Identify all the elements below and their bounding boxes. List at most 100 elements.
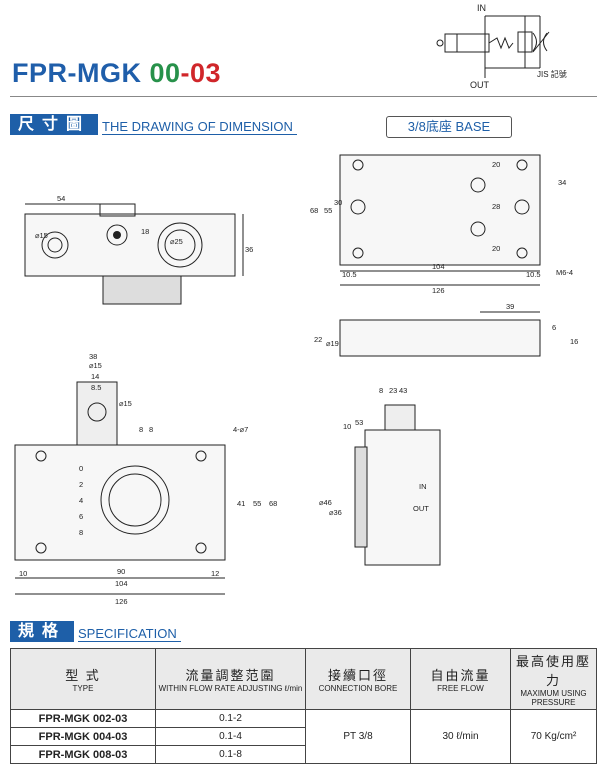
check-valve — [518, 32, 532, 52]
cell-type: FPR-MGK 008-03 — [10, 745, 156, 764]
dim-16: 16 — [570, 337, 578, 346]
lower-boss — [103, 276, 181, 304]
dim-38: 38 — [89, 352, 97, 361]
port-hole — [471, 222, 485, 236]
spring-icon — [489, 38, 513, 48]
dim-12: 12 — [211, 569, 219, 578]
model-code-a: 00 — [149, 58, 181, 88]
base-outline — [340, 155, 540, 265]
dim-104: 104 — [432, 262, 445, 271]
mount-hole — [353, 160, 363, 170]
dim-36: 36 — [245, 245, 253, 254]
side-view-drawing: 8 23 43 10 53 ⌀46 ⌀36 IN OUT — [319, 386, 455, 575]
dim-22: 22 — [314, 335, 322, 344]
mount-hole — [517, 160, 527, 170]
dim-phi46: ⌀46 — [319, 498, 332, 507]
dimension-title-cn: 尺寸圖 — [10, 114, 99, 135]
knob-circle — [107, 225, 127, 245]
front-view-drawing: 38 ⌀15 14 8.5 ⌀15 8 8 4-⌀7 0 2 4 6 8 41 … — [5, 352, 277, 606]
dim-43: 43 — [399, 386, 407, 395]
port-circle — [42, 232, 68, 258]
dim-55: 55 — [324, 206, 332, 215]
base-label-en: BASE — [455, 119, 491, 134]
mount-hole — [517, 248, 527, 258]
dim-18: 18 — [141, 227, 149, 236]
body-outline — [25, 214, 235, 276]
base-side-drawing: 39 22 ⌀19 6 16 — [314, 302, 578, 370]
mount-hole — [36, 543, 46, 553]
port-hole — [471, 178, 485, 192]
cell-type: FPR-MGK 002-03 — [10, 709, 156, 728]
divider — [10, 96, 597, 97]
mount-hole — [36, 451, 46, 461]
dim-54: 54 — [57, 194, 65, 203]
scale-2: 2 — [79, 480, 83, 489]
knob-housing — [77, 382, 117, 445]
port-hole — [515, 200, 529, 214]
dim-68: 68 — [269, 499, 277, 508]
dim-10-5b: 10.5 — [526, 270, 541, 279]
knob-dot — [113, 231, 121, 239]
mount-hole — [353, 248, 363, 258]
cell-pressure: 70 Kg/cm² — [510, 709, 597, 764]
scale-0: 0 — [79, 464, 83, 473]
side-knob — [385, 405, 415, 430]
side-boss — [355, 447, 367, 547]
model-prefix: FPR-MGK — [12, 58, 150, 88]
dim-53: 53 — [355, 418, 363, 427]
dim-8b: 8 — [149, 425, 153, 434]
cell-bore: PT 3/8 — [305, 709, 411, 764]
dimension-title-en: THE DRAWING OF DIMENSION — [102, 119, 297, 135]
spec-title-cn: 規格 — [10, 621, 75, 642]
dim-34: 34 — [558, 178, 566, 187]
side-body — [365, 430, 440, 565]
dim-126: 126 — [432, 286, 445, 295]
port-inner-large — [165, 230, 195, 260]
model-title: FPR-MGK 00-03 — [12, 58, 221, 89]
cell-type: FPR-MGK 004-03 — [10, 727, 156, 746]
side-in: IN — [419, 482, 427, 491]
symbol-out-label: OUT — [470, 80, 490, 90]
dim-14: 14 — [91, 372, 99, 381]
knob-circle — [88, 403, 106, 421]
base-side-outline — [340, 320, 540, 356]
dial-outer — [101, 466, 169, 534]
dim-39: 39 — [506, 302, 514, 311]
dim-55: 55 — [253, 499, 261, 508]
base-label: 3/8底座 BASE — [386, 116, 512, 138]
spec-title-en: SPECIFICATION — [78, 626, 181, 642]
dial-inner — [109, 474, 161, 526]
dim-90: 90 — [117, 567, 125, 576]
dim-10: 10 — [343, 422, 351, 431]
cell-range: 0.1-4 — [155, 727, 306, 746]
dim-6: 6 — [552, 323, 556, 332]
pilot-circle — [437, 40, 443, 46]
dim-10: 10 — [19, 569, 27, 578]
top-view-drawing: 54 ⌀15 18 ⌀25 36 — [5, 194, 253, 325]
table-row: FPR-MGK 008-03 0.1-8 — [10, 745, 597, 764]
table-row: FPR-MGK 002-03 0.1-2 PT 3/8 30 ℓ/min 70 … — [10, 709, 597, 764]
model-dash: - — [180, 58, 191, 88]
knob-base — [100, 204, 135, 216]
mount-hole — [196, 543, 206, 553]
scale-8: 8 — [79, 528, 83, 537]
cell-flow: 30 ℓ/min — [410, 709, 511, 764]
side-out: OUT — [413, 504, 429, 513]
dim-20b: 20 — [492, 244, 500, 253]
dim-phi15: ⌀15 — [35, 231, 48, 240]
dimension-section-header: 尺寸圖 THE DRAWING OF DIMENSION — [10, 113, 297, 135]
spec-section-header: 規格 SPECIFICATION — [10, 620, 181, 642]
valve-box — [445, 34, 489, 52]
dim-phi25: ⌀25 — [170, 237, 183, 246]
base-label-cn: 3/8底座 — [407, 119, 452, 134]
dim-23: 23 — [389, 386, 397, 395]
dim-phi15a: ⌀15 — [89, 361, 102, 370]
dim-20a: 20 — [492, 160, 500, 169]
dim-8a: 8 — [139, 425, 143, 434]
dim-phi15b: ⌀15 — [119, 399, 132, 408]
